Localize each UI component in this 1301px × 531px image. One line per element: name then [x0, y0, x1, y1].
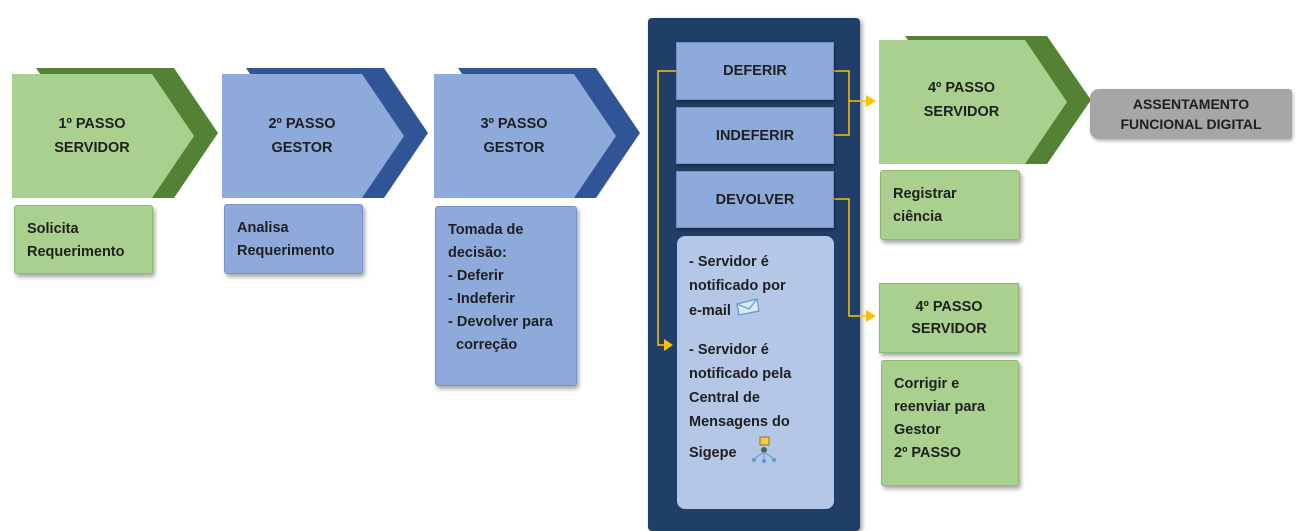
- step4-return-note: Corrigir e reenviar para Gestor 2º PASSO: [881, 360, 1019, 486]
- step3-note-line: - Deferir: [448, 268, 504, 284]
- step1-chevron: [12, 68, 218, 198]
- step4-accept-note-line: Registrar: [893, 186, 957, 202]
- devolver-label: DEVOLVER: [715, 191, 795, 208]
- notification-box: - Servidor é notificado por e-mail - Ser…: [677, 236, 834, 509]
- step1-note-line: Solicita: [27, 221, 79, 237]
- devolver-box: DEVOLVER: [676, 171, 834, 228]
- step1-note: Solicita Requerimento: [14, 205, 153, 274]
- envelope-icon: [735, 298, 761, 324]
- arrow-to-step4a: [866, 95, 876, 107]
- indeferir-label: INDEFERIR: [715, 127, 795, 144]
- step4-return-line1: 4º PASSO: [915, 299, 983, 315]
- step2-line1: 2º PASSO: [268, 116, 336, 132]
- final-line2: FUNCIONAL DIGITAL: [1120, 116, 1262, 132]
- network-message-icon: [749, 434, 779, 472]
- step2-note-line: Analisa: [237, 220, 289, 236]
- step2-note-line: Requerimento: [237, 243, 335, 259]
- notify-central-row: Sigepe: [689, 434, 826, 472]
- step1-line1: 1º PASSO: [58, 116, 126, 132]
- step4-return-note-line: Gestor: [894, 422, 941, 438]
- step3-note-line: correção: [456, 337, 518, 353]
- step4-return-line2: SERVIDOR: [911, 321, 987, 337]
- step4-return-note-line: Corrigir e: [894, 376, 960, 392]
- step2-label: 2º PASSO GESTOR: [222, 74, 382, 198]
- step4-accept-line1: 4º PASSO: [927, 80, 996, 96]
- step4-accept-label: 4º PASSO SERVIDOR: [879, 40, 1044, 160]
- notify-email-row: e-mail: [689, 298, 826, 324]
- notify-central-line: Central de: [689, 390, 760, 406]
- notify-email-line: e-mail: [689, 302, 731, 319]
- step1-note-line: Requerimento: [27, 244, 125, 260]
- step3-note-line: - Devolver para: [448, 314, 553, 330]
- deferir-box: DEFERIR: [676, 42, 834, 100]
- arrow-to-step4b: [866, 310, 876, 322]
- step4-return-note-line: 2º PASSO: [894, 445, 962, 461]
- notify-email-line: - Servidor é: [689, 254, 769, 270]
- step3-note-line: decisão:: [448, 245, 507, 261]
- step3-line2: GESTOR: [483, 140, 545, 156]
- notify-central-line: Mensagens do: [689, 414, 790, 430]
- step3-note-line: Tomada de: [448, 222, 524, 238]
- arrow-to-notify: [664, 339, 673, 351]
- step2-note: Analisa Requerimento: [224, 204, 363, 274]
- step1-line2: SERVIDOR: [54, 140, 130, 156]
- step4-return-box: 4º PASSO SERVIDOR: [879, 283, 1019, 353]
- step2-chevron: [222, 68, 428, 198]
- step4-accept-line2: SERVIDOR: [923, 104, 1000, 120]
- step3-chevron: [434, 68, 640, 198]
- step3-note-line: - Indeferir: [448, 291, 515, 307]
- notify-central-line: notificado pela: [689, 366, 792, 382]
- final-box: ASSENTAMENTO FUNCIONAL DIGITAL: [1090, 89, 1292, 139]
- step4-accept-chevron: [879, 36, 1091, 164]
- notify-central-line: - Servidor é: [689, 342, 769, 358]
- step4-accept-note: Registrar ciência: [880, 170, 1020, 240]
- notify-email-line: notificado por: [689, 278, 786, 294]
- indeferir-box: INDEFERIR: [676, 107, 834, 164]
- deferir-label: DEFERIR: [723, 63, 787, 79]
- step1-label: 1º PASSO SERVIDOR: [12, 74, 172, 198]
- step3-label: 3º PASSO GESTOR: [434, 74, 594, 198]
- final-line1: ASSENTAMENTO: [1132, 96, 1250, 112]
- step2-line2: GESTOR: [271, 140, 333, 156]
- step4-return-note-line: reenviar para: [894, 399, 986, 415]
- step3-note: Tomada de decisão: - Deferir - Indeferir…: [435, 206, 577, 386]
- notify-central-line: Sigepe: [689, 444, 737, 461]
- step4-accept-note-line: ciência: [893, 209, 943, 225]
- step3-line1: 3º PASSO: [480, 116, 548, 132]
